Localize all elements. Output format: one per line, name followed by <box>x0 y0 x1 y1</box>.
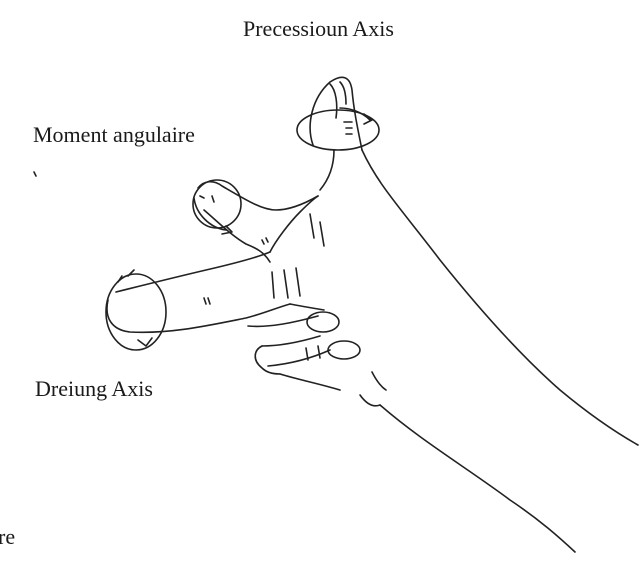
middle-finger-sketch <box>106 252 290 350</box>
cropped-text-fragment: re <box>0 526 15 548</box>
stray-mark <box>34 172 36 176</box>
angular-momentum-label: Moment angulaire <box>33 124 195 146</box>
thumb-sketch <box>297 77 379 150</box>
arm-outline <box>320 150 638 552</box>
palm-sketch <box>248 196 360 390</box>
rotation-axis-label: Dreiung Axis <box>35 378 153 400</box>
precession-axis-label: Precessioun Axis <box>243 18 394 40</box>
index-finger-sketch <box>193 180 318 262</box>
